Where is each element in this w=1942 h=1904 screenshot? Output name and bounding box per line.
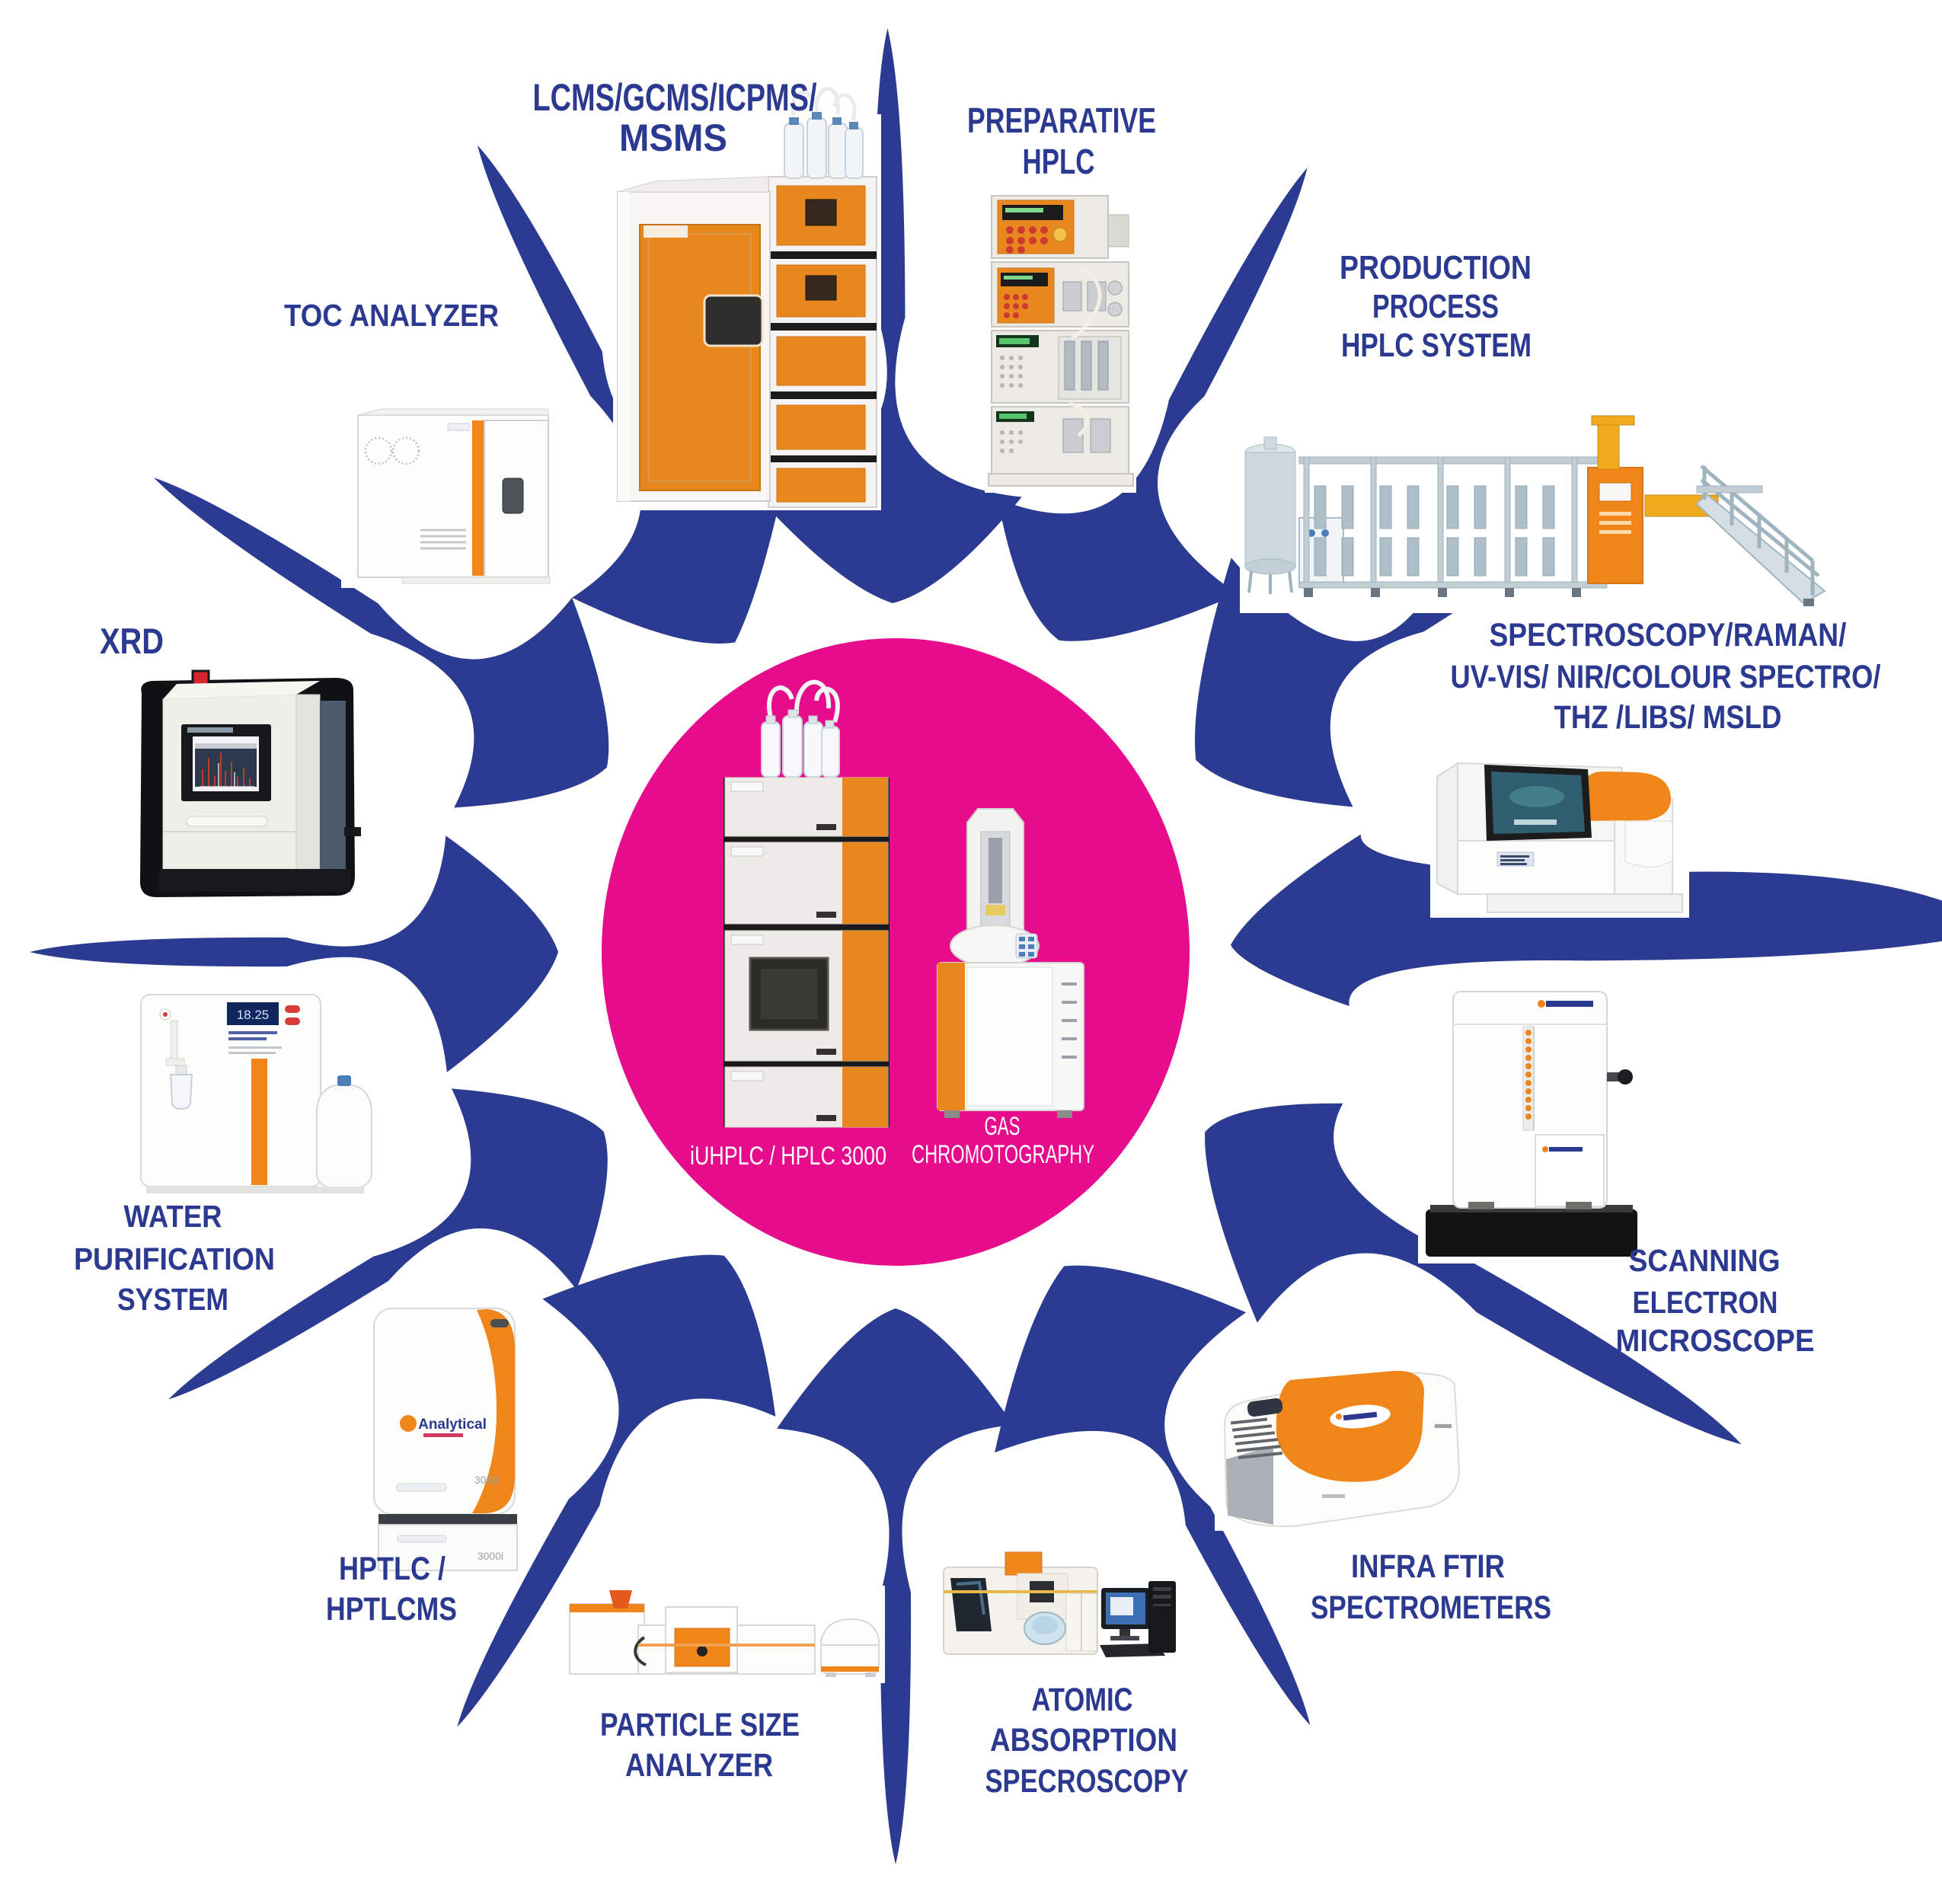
svg-text:TOC ANALYZER: TOC ANALYZER — [284, 298, 499, 333]
svg-text:SPECTROMETERS: SPECTROMETERS — [1311, 1589, 1551, 1626]
svg-text:UV-VIS/ NIR/COLOUR SPECTRO/: UV-VIS/ NIR/COLOUR SPECTRO/ — [1451, 659, 1881, 695]
svg-text:SPECROSCOPY: SPECROSCOPY — [985, 1763, 1189, 1800]
svg-text:Analytical: Analytical — [418, 1417, 487, 1433]
svg-text:3000i: 3000i — [474, 1474, 500, 1486]
svg-text:THZ /LIBS/ MSLD: THZ /LIBS/ MSLD — [1554, 699, 1782, 736]
svg-text:PURIFICATION: PURIFICATION — [74, 1241, 275, 1276]
svg-text:WATER: WATER — [124, 1199, 222, 1234]
svg-text:SPECTROSCOPY/RAMAN/: SPECTROSCOPY/RAMAN/ — [1490, 617, 1847, 653]
svg-text:PRODUCTION: PRODUCTION — [1340, 249, 1532, 286]
svg-text:18.25: 18.25 — [237, 1008, 270, 1022]
svg-text:ANALYZER: ANALYZER — [625, 1747, 773, 1784]
svg-text:ABSORPTION: ABSORPTION — [990, 1722, 1177, 1759]
svg-text:ATOMIC: ATOMIC — [1032, 1682, 1133, 1718]
svg-text:iUHPLC / HPLC 3000: iUHPLC / HPLC 3000 — [690, 1142, 886, 1171]
svg-text:XRD: XRD — [100, 621, 164, 661]
svg-text:HPLC: HPLC — [1023, 142, 1095, 181]
svg-text:CHROMOTOGRAPHY: CHROMOTOGRAPHY — [912, 1140, 1094, 1169]
svg-text:INFRA FTIR: INFRA FTIR — [1351, 1548, 1505, 1585]
svg-text:MSMS: MSMS — [619, 117, 727, 159]
svg-text:LCMS/GCMS/ICPMS/: LCMS/GCMS/ICPMS/ — [533, 76, 817, 119]
svg-text:SYSTEM: SYSTEM — [117, 1282, 228, 1317]
svg-text:ELECTRON: ELECTRON — [1633, 1285, 1778, 1320]
svg-text:3000i: 3000i — [478, 1550, 503, 1562]
svg-text:PREPARATIVE: PREPARATIVE — [967, 101, 1156, 140]
svg-text:SCANNING: SCANNING — [1629, 1243, 1781, 1278]
svg-text:GAS: GAS — [985, 1112, 1021, 1141]
svg-text:PROCESS: PROCESS — [1372, 288, 1499, 325]
svg-text:MICROSCOPE: MICROSCOPE — [1616, 1323, 1815, 1358]
svg-text:PARTICLE SIZE: PARTICLE SIZE — [600, 1707, 800, 1743]
svg-text:HPLC SYSTEM: HPLC SYSTEM — [1341, 327, 1532, 364]
svg-text:HPTLC /: HPTLC / — [339, 1551, 446, 1587]
svg-text:HPTLCMS: HPTLCMS — [326, 1591, 457, 1628]
